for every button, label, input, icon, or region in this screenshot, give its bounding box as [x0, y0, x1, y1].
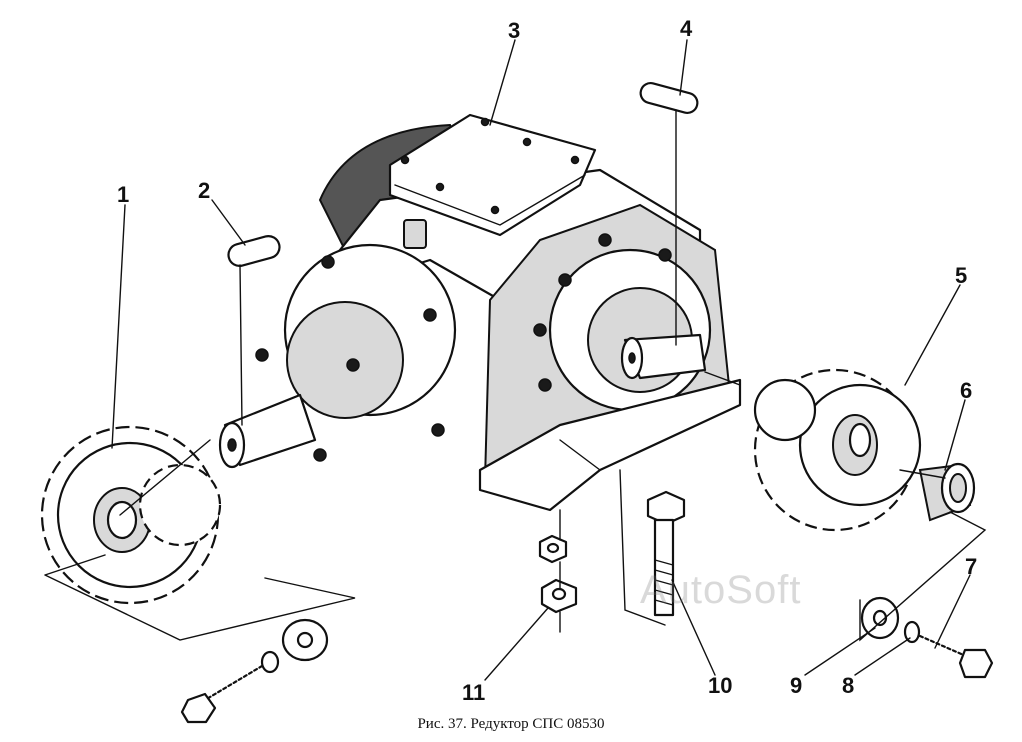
callout-5: 5 — [955, 263, 967, 288]
bushing — [918, 462, 976, 522]
left-sprocket — [40, 425, 222, 605]
watermark: AutoSoft — [640, 568, 802, 612]
callout-11: 11 — [462, 680, 485, 705]
figure-caption: Рис. 37. Редуктор СПС 08530 — [417, 716, 605, 732]
callout-4: 4 — [680, 16, 693, 41]
key-right — [639, 81, 699, 115]
callout-8: 8 — [842, 673, 854, 698]
left-fasteners — [180, 618, 329, 724]
callout-numbers: 1 2 3 4 5 6 7 8 9 10 11 — [117, 16, 977, 705]
callout-3: 3 — [508, 18, 520, 43]
callout-2: 2 — [198, 178, 210, 203]
leader-lines — [111, 39, 971, 681]
callout-10: 10 — [708, 673, 732, 698]
callout-9: 9 — [790, 673, 802, 698]
right-fasteners — [860, 596, 994, 679]
assembly-lines — [44, 109, 987, 642]
callout-1: 1 — [117, 182, 129, 207]
key-left — [227, 235, 281, 267]
right-sprocket — [753, 368, 922, 532]
top-cover — [388, 113, 597, 237]
gearbox-housing — [218, 113, 742, 512]
bolt-and-nuts — [538, 490, 686, 617]
callout-6: 6 — [960, 378, 972, 403]
callout-7: 7 — [965, 554, 977, 579]
